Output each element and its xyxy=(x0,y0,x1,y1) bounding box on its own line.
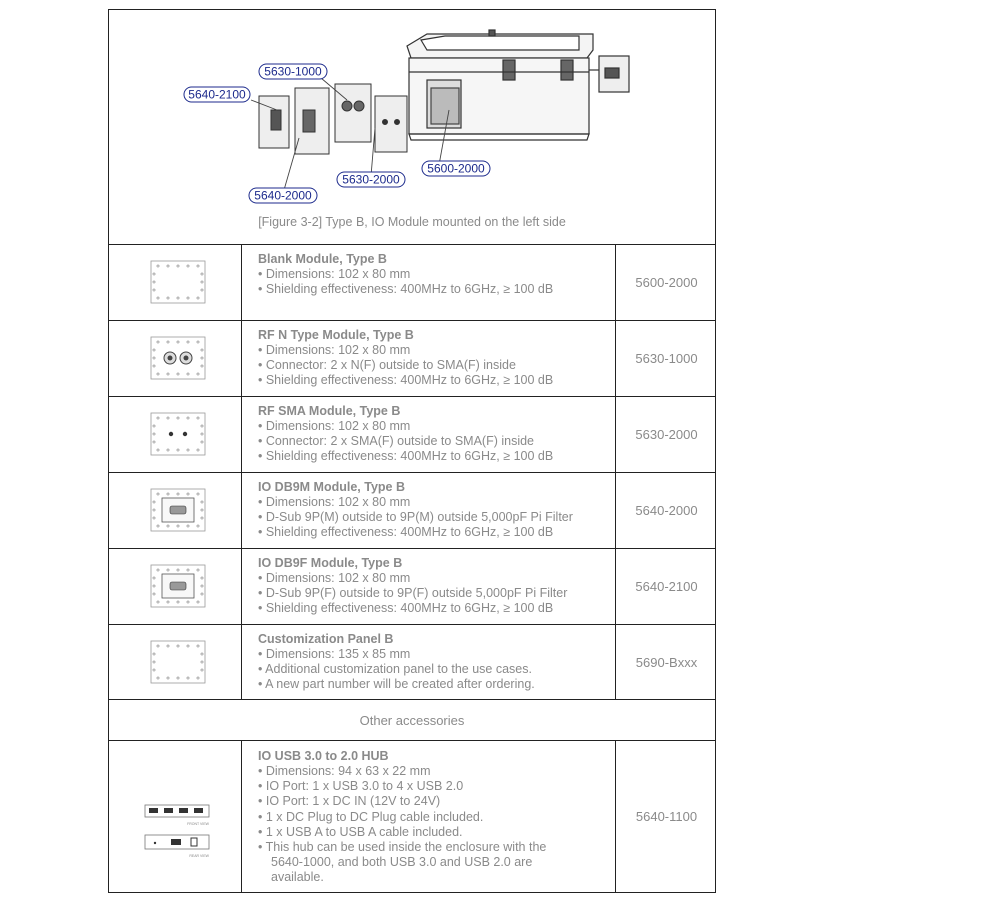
front-view-label: FRONT VIEW xyxy=(187,822,210,826)
module-image-cell xyxy=(109,625,242,700)
module-part-number: 5640-2100 xyxy=(635,579,698,594)
spec-sheet: 5640-2100 5630-1000 5640-2000 5630-2000 … xyxy=(108,9,716,893)
divider xyxy=(109,472,715,473)
other-accessories-label: Other accessories xyxy=(359,713,465,728)
module-title: Blank Module, Type B xyxy=(258,252,387,266)
hub-spec-line: • 1 x DC Plug to DC Plug cable included. xyxy=(258,809,484,824)
module-description-cell: IO DB9M Module, Type B• Dimensions: 102 … xyxy=(243,473,615,548)
divider xyxy=(109,699,715,700)
module-spec-line: • Shielding effectiveness: 400MHz to 6GH… xyxy=(258,282,554,297)
hub-spec-line: • IO Port: 1 x DC IN (12V to 24V) xyxy=(258,794,441,809)
hub-spec-line: • IO Port: 1 x USB 3.0 to 4 x USB 2.0 xyxy=(258,779,464,794)
figure-caption: [Figure 3-2] Type B, IO Module mounted o… xyxy=(258,215,566,229)
module-spec-line: • D-Sub 9P(M) outside to 9P(M) outside 5… xyxy=(258,510,573,525)
hub-title: IO USB 3.0 to 2.0 HUB xyxy=(258,749,389,763)
module-spec-line: • Dimensions: 102 x 80 mm xyxy=(258,343,411,357)
divider xyxy=(109,624,715,625)
module-image-cell xyxy=(109,321,242,396)
module-spec-line: • Dimensions: 135 x 85 mm xyxy=(258,647,411,661)
module-image-cell xyxy=(109,473,242,548)
module-spec-line: • Shielding effectiveness: 400MHz to 6GH… xyxy=(258,525,554,540)
hub-description-cell: IO USB 3.0 to 2.0 HUB • Dimensions: 94 x… xyxy=(243,741,615,892)
divider xyxy=(109,548,715,549)
divider xyxy=(109,396,715,397)
module-spec-line: • Dimensions: 102 x 80 mm xyxy=(258,571,411,585)
callout-5630-2000: 5630-2000 xyxy=(342,173,400,187)
module-spec-line: • Dimensions: 102 x 80 mm xyxy=(258,267,411,281)
hub-spec-line-continued: 5640-1000, and both USB 3.0 and USB 2.0 … xyxy=(271,855,533,870)
module-description-cell: IO DB9F Module, Type B• Dimensions: 102 … xyxy=(243,549,615,624)
divider xyxy=(109,740,715,741)
module-illustrations xyxy=(258,83,408,155)
module-title: RF N Type Module, Type B xyxy=(258,328,414,342)
module-title: Customization Panel B xyxy=(258,632,394,646)
module-row: RF SMA Module, Type B• Dimensions: 102 x… xyxy=(109,397,715,472)
figure-area: 5640-2100 5630-1000 5640-2000 5630-2000 … xyxy=(109,10,715,246)
module-spec-line: • Dimensions: 102 x 80 mm xyxy=(258,419,411,433)
module-description-cell: RF N Type Module, Type B• Dimensions: 10… xyxy=(243,321,615,396)
db9f-module-icon xyxy=(150,564,206,608)
custom-panel-icon xyxy=(150,640,206,684)
enclosure-illustration xyxy=(406,29,630,141)
module-row: IO DB9M Module, Type B• Dimensions: 102 … xyxy=(109,473,715,548)
divider xyxy=(109,244,715,245)
column-divider xyxy=(615,740,616,892)
module-row: Blank Module, Type B• Dimensions: 102 x … xyxy=(109,245,715,320)
module-row: Customization Panel B• Dimensions: 135 x… xyxy=(109,625,715,700)
callout-5640-2000: 5640-2000 xyxy=(254,189,312,203)
module-title: IO DB9F Module, Type B xyxy=(258,556,403,570)
module-spec-line: • Shielding effectiveness: 400MHz to 6GH… xyxy=(258,601,554,616)
module-spec-line: • Additional customization panel to the … xyxy=(258,662,532,677)
usb-hub-icon: FRONT VIEW REAR VIEW xyxy=(144,804,210,858)
blank-module-icon xyxy=(150,260,206,304)
column-divider xyxy=(615,244,616,700)
module-spec-line: • Dimensions: 102 x 80 mm xyxy=(258,495,411,509)
callout-5640-2100: 5640-2100 xyxy=(188,88,246,102)
module-image-cell xyxy=(109,549,242,624)
module-spec-line: • Shielding effectiveness: 400MHz to 6GH… xyxy=(258,373,554,388)
module-row: RF N Type Module, Type B• Dimensions: 10… xyxy=(109,321,715,396)
hub-spec-line: • This hub can be used inside the enclos… xyxy=(258,840,547,855)
module-part-number: 5690-Bxxx xyxy=(635,655,698,670)
column-divider xyxy=(241,244,242,700)
module-part-number: 5600-2000 xyxy=(635,275,698,290)
rf-sma-module-icon xyxy=(150,412,206,456)
module-part-number: 5630-2000 xyxy=(635,427,698,442)
module-row: IO DB9F Module, Type B• Dimensions: 102 … xyxy=(109,549,715,624)
hub-image-cell: FRONT VIEW REAR VIEW xyxy=(109,741,242,892)
module-spec-line: • Shielding effectiveness: 400MHz to 6GH… xyxy=(258,449,554,464)
module-description-cell: RF SMA Module, Type B• Dimensions: 102 x… xyxy=(243,397,615,472)
hub-spec-line: • Dimensions: 94 x 63 x 22 mm xyxy=(258,764,431,778)
module-image-cell xyxy=(109,397,242,472)
hub-spec-line: • 1 x USB A to USB A cable included. xyxy=(258,824,463,839)
callout-labels: 5640-2100 5630-1000 5640-2000 5630-2000 … xyxy=(183,63,491,204)
callout-leaders xyxy=(250,77,450,191)
module-spec-line: • Connector: 2 x SMA(F) outside to SMA(F… xyxy=(258,434,534,449)
db9m-module-icon xyxy=(150,488,206,532)
column-divider xyxy=(241,740,242,892)
rear-view-label: REAR VIEW xyxy=(189,854,209,858)
enclosure-figure: 5640-2100 5630-1000 5640-2000 5630-2000 … xyxy=(183,29,630,204)
module-description-cell: Customization Panel B• Dimensions: 135 x… xyxy=(243,625,615,700)
module-spec-line: • Connector: 2 x N(F) outside to SMA(F) … xyxy=(258,358,516,373)
rf-n-module-icon xyxy=(150,336,206,380)
module-title: IO DB9M Module, Type B xyxy=(258,480,405,494)
module-title: RF SMA Module, Type B xyxy=(258,404,401,418)
hub-spec-list: • Dimensions: 94 x 63 x 22 mm• IO Port: … xyxy=(258,764,615,886)
module-spec-line: • D-Sub 9P(F) outside to 9P(F) outside 5… xyxy=(258,586,568,601)
hub-row: FRONT VIEW REAR VIEW IO USB 3.0 to 2.0 H… xyxy=(109,741,715,892)
module-part-number: 5640-2000 xyxy=(635,503,698,518)
module-image-cell xyxy=(109,245,242,320)
module-spec-line: • A new part number will be created afte… xyxy=(258,677,535,692)
module-part-number: 5630-1000 xyxy=(635,351,698,366)
hub-spec-line-continued: available. xyxy=(271,870,324,885)
hub-part-number: 5640-1100 xyxy=(635,809,698,824)
module-description-cell: Blank Module, Type B• Dimensions: 102 x … xyxy=(243,245,615,320)
divider xyxy=(109,320,715,321)
callout-5630-1000: 5630-1000 xyxy=(264,65,322,79)
callout-5600-2000: 5600-2000 xyxy=(427,162,485,176)
